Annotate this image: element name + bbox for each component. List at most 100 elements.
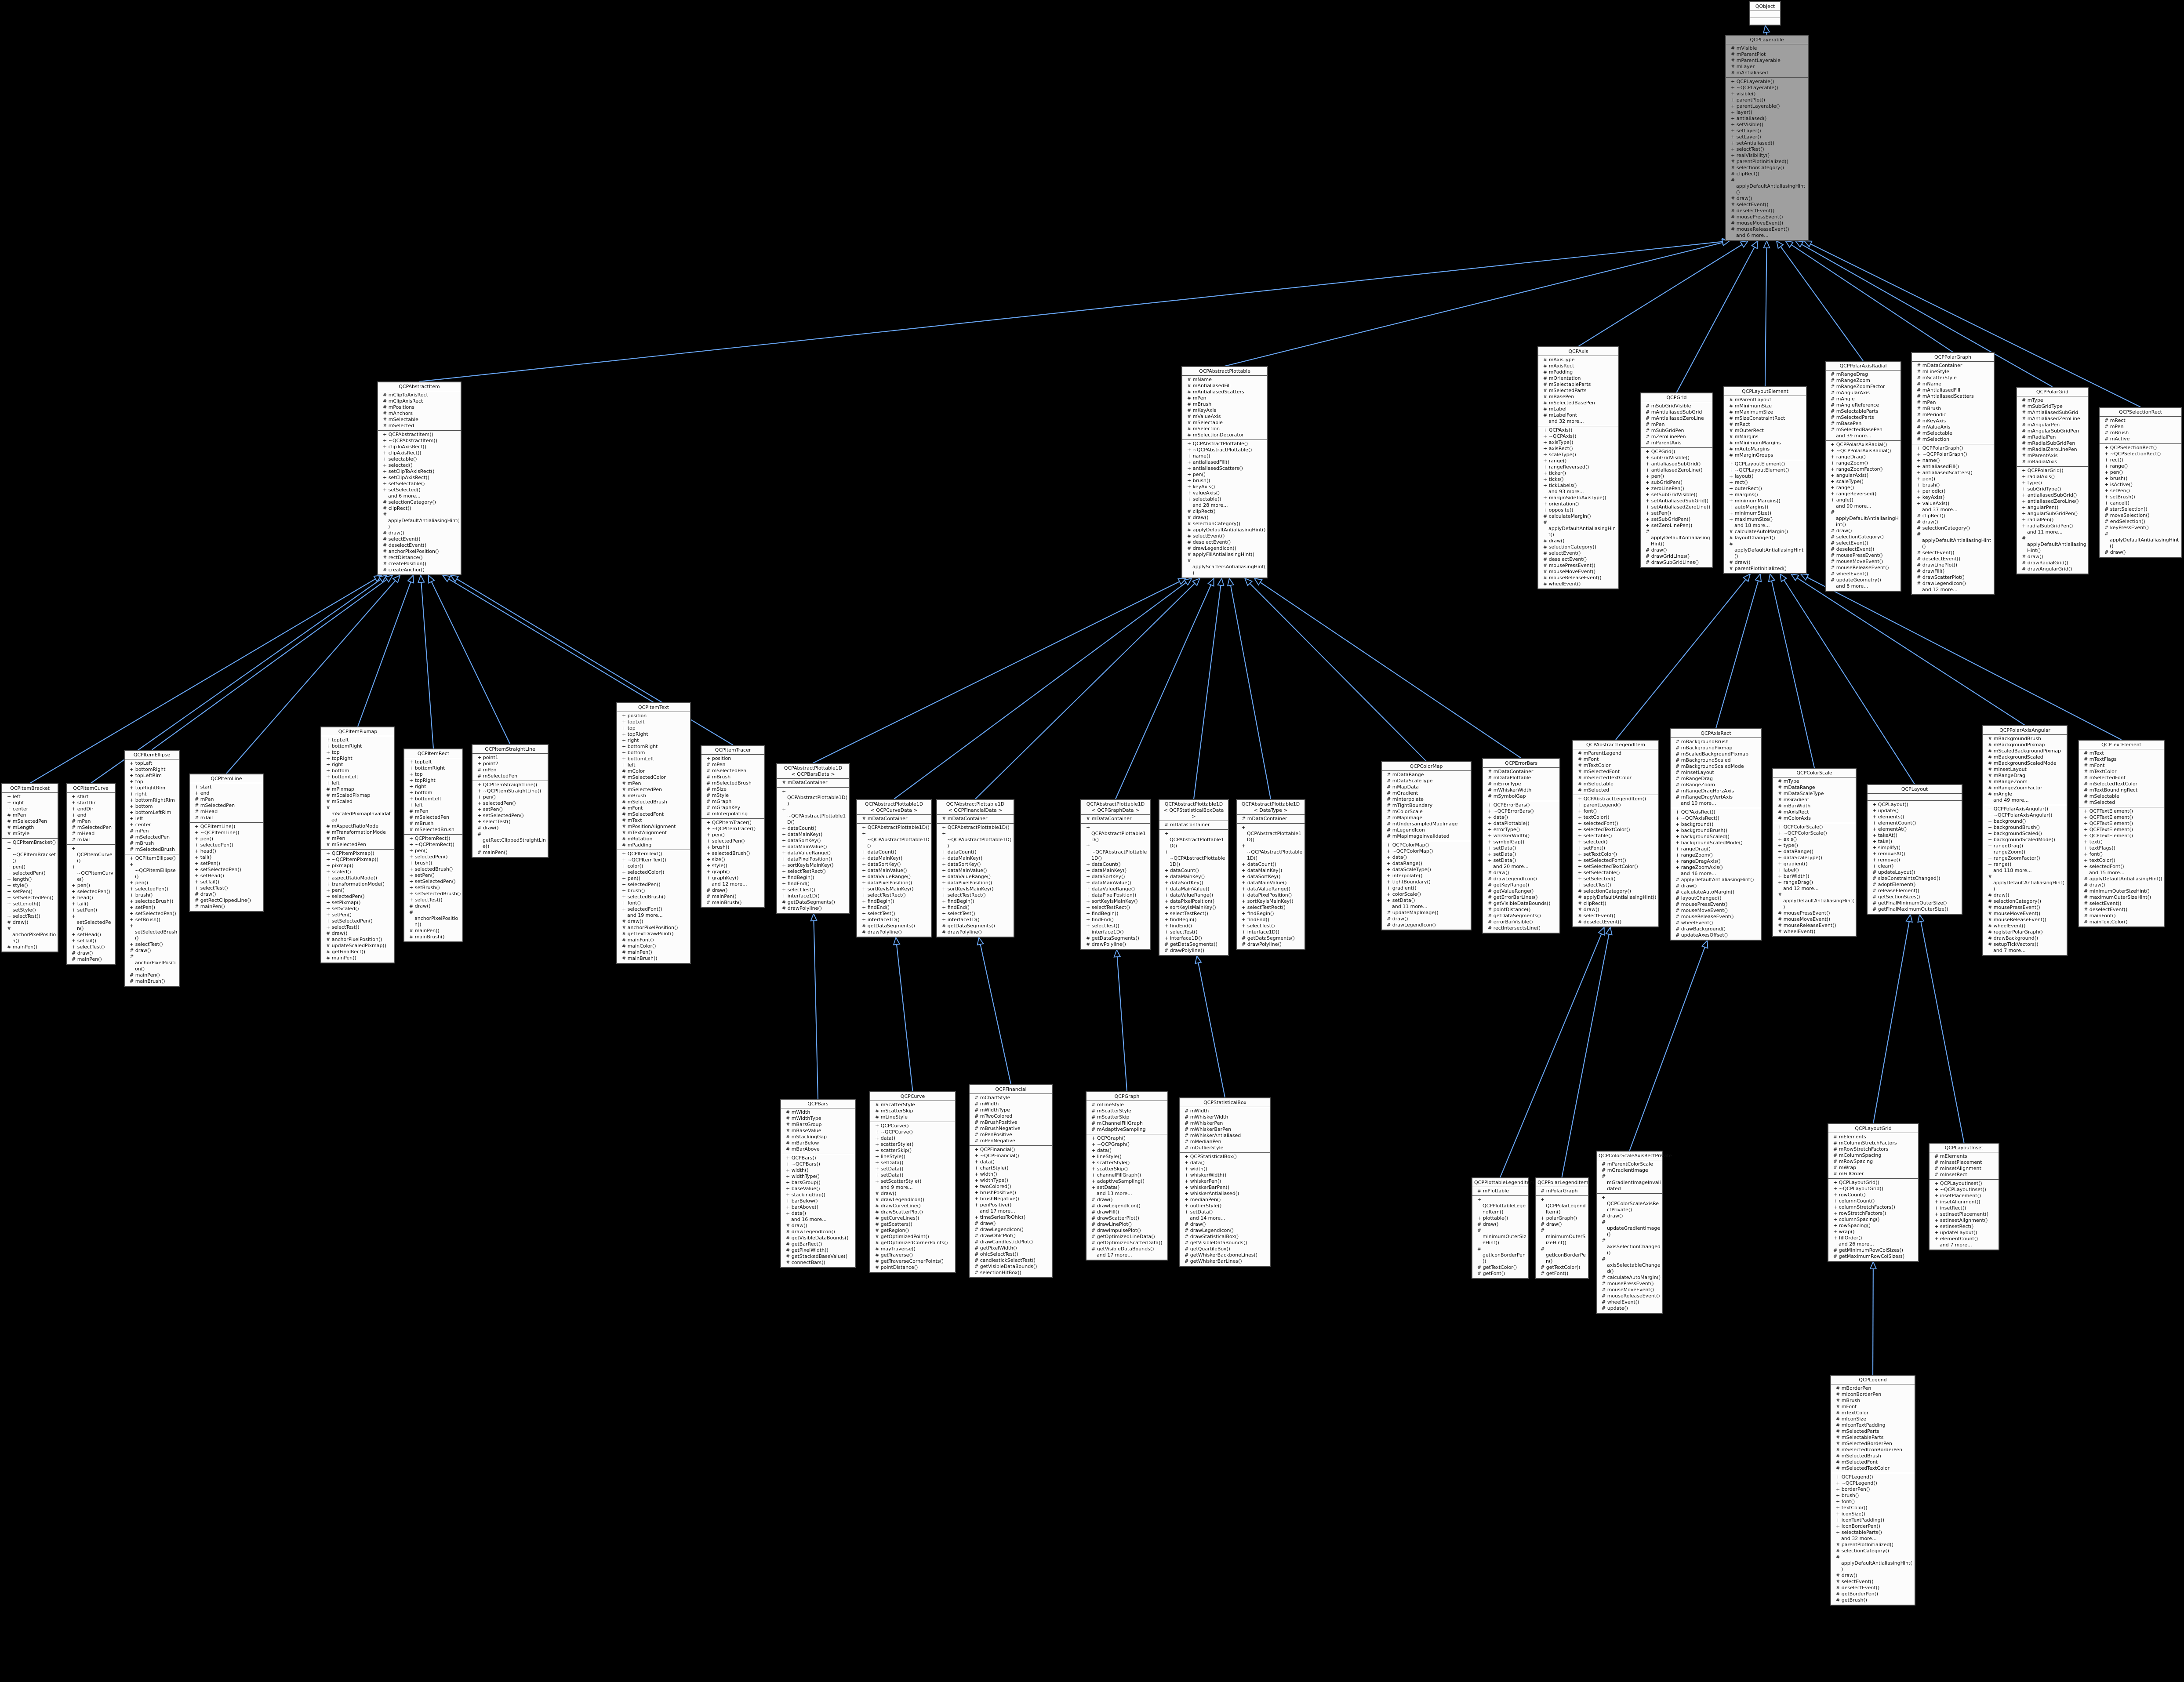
class-box-p1d-datatype[interactable]: QCPAbstractPlottable1D< DataType ># mDat… [1236,799,1305,950]
class-box-qcpabstractplottable[interactable]: QCPAbstractPlottable# mName# mAntialiase… [1181,366,1268,578]
class-box-qcplayoutelement[interactable]: QCPLayoutElement# mParentLayout# mMinimu… [1723,386,1807,574]
member-row: # selectEvent() [1836,1579,1874,1584]
member-row: # mColorScale [1387,809,1423,814]
member-row: # draw() [7,919,29,925]
member-row: + antialiasedZeroLine() [2022,498,2079,504]
class-box-qcpitemtracer[interactable]: QCPItemTracer+ position# mPen# mSelected… [701,745,765,908]
class-box-qcplayoutgrid[interactable]: QCPLayoutGrid# mElements# mColumnStretch… [1828,1123,1919,1262]
class-box-qcptextelement[interactable]: QCPTextElement# mText# mTextFlags# mFont… [2078,740,2165,927]
class-box-qcperrorbars[interactable]: QCPErrorBars# mDataContainer# mDataPlott… [1482,758,1560,934]
member-row: # mText [2084,750,2104,756]
member-row: # selectionCategory() [1988,898,2041,904]
class-box-qcppolargraph[interactable]: QCPPolarGraph# mDataContainer# mLineStyl… [1911,352,1995,595]
class-box-qcpitemtext[interactable]: QCPItemText+ position+ topLeft+ top+ top… [616,702,691,964]
class-box-qcpcolorscaleaxisrectprivate[interactable]: QCPColorScaleAxisRectPrivate# mParentCol… [1596,1151,1672,1314]
class-box-qcpselectionrect[interactable]: QCPSelectionRect# mRect# mPen# mBrush# m… [2099,407,2182,558]
member-row: # getMinimumRowColSizes() [1833,1247,1903,1253]
class-title-qcpfinancial: QCPFinancial [970,1085,1052,1093]
member-row: # draw() [72,950,93,956]
member-row: + ~QCPPolarAxisAngular() [1988,812,2053,818]
member-row: # mSelectedPen [409,814,450,820]
class-box-qcplayerable[interactable]: QCPLayerable# mVisible# mParentPlot# mPa… [1725,35,1809,241]
member-row: + scaleType() [1831,479,1864,484]
member-row: # mSelected [2084,799,2115,805]
class-box-qcpitemrect[interactable]: QCPItemRect+ topLeft+ bottomRight+ top+ … [403,748,463,942]
member-row: # drawPolyline() [942,929,982,935]
member-row: # mStyle [706,792,729,798]
member-row: + antialiased() [1731,116,1767,121]
class-box-qcpitemstraightline[interactable]: QCPItemStraightLine+ point1+ point2# mPe… [472,744,549,858]
class-box-qcpplottablelegenditem[interactable]: QCPPlottableLegendItem# mPlottable+ QCPP… [1472,1177,1534,1279]
class-box-qcpcolormap[interactable]: QCPColorMap# mDataRange# mDataScaleType#… [1381,761,1472,930]
member-row: # mSelectedPen [7,818,47,824]
member-row: + dataSortKey() [1164,880,1203,886]
class-box-qcpaxisrect[interactable]: QCPAxisRect# mBackgroundBrush# mBackgrou… [1670,728,1762,941]
class-box-qcpabstractitem[interactable]: QCPAbstractItem# mClipToAxisRect# mClipA… [377,381,462,575]
member-row: + brush() [409,860,432,866]
member-row: # mColumnSpacing [1833,1152,1882,1158]
class-box-qcppolargrid[interactable]: QCPPolarGrid# mType# mSubGridType# mAnti… [2016,387,2089,574]
member-row: + radialPen() [2022,517,2054,523]
member-row: + QCPPolarLegendItem() [1541,1197,1586,1215]
class-title-p1d-curve: QCPAbstractPlottable1D< QCPCurveData > [857,800,931,814]
class-box-qcpitembracket[interactable]: QCPItemBracket+ left+ right+ center# mPe… [1,783,58,952]
class-name-text: QCPPolarGrid [2036,389,2069,395]
member-row: # mainPen() [72,956,102,962]
class-box-qcplegend[interactable]: QCPLegend# mBorderPen# mIconBorderPen# m… [1830,1375,1915,1606]
member-row: # mDataRange [1387,772,1424,777]
class-box-qcpgraph[interactable]: QCPGraph# mLineStyle# mScatterStyle# mSc… [1086,1091,1168,1261]
class-box-qcpaxis[interactable]: QCPAxis# mAxisType# mAxisRect# mPadding#… [1537,346,1619,589]
member-row: # mBarBelow [786,1140,819,1146]
class-box-qcpgrid[interactable]: QCPGrid# mSubGridVisible# mAntialiasedSu… [1640,392,1713,568]
member-row: + setPen() [409,872,435,878]
member-row: + antialiasedFill() [1187,459,1230,465]
class-box-qcpitempixmap[interactable]: QCPItemPixmap+ topLeft+ bottomRight+ top… [320,727,395,963]
member-row: # drawScatterPlot() [875,1209,923,1215]
member-row: + orientation() [1543,501,1579,507]
qcpitembracket-methods-section: + QCPItemBracket()+ ~QCPItemBracket()+ p… [2,838,58,952]
class-box-qcpbars[interactable]: QCPBars# mWidth# mWidthType# mBarsGroup#… [780,1099,856,1268]
member-row: # draw() [477,825,499,831]
member-row: + minimumSize() [1729,510,1772,516]
class-box-qcpitemline[interactable]: QCPItemLine+ start+ end# mPen# mSelected… [189,774,264,912]
member-row: + pen() [326,887,345,893]
class-box-qcplayout[interactable]: QCPLayout+ QCPLayout()+ update()+ elemen… [1867,784,1962,915]
member-row: # mouseMoveEvent() [1988,911,2041,916]
member-row: + selectedPen() [706,838,745,844]
member-row: + interpolate() [1387,873,1423,879]
member-row: # mouseMoveEvent() [1675,908,1728,913]
member-row: + end [195,790,210,796]
qcpcolorscale-methods-section: + QCPColorScale()+ ~QCPColorScale()+ axi… [1773,823,1856,936]
member-row: # mValueAxis [1187,414,1221,419]
class-box-p1d-bars[interactable]: QCPAbstractPlottable1D< QCPBarsData ># m… [776,763,850,914]
member-row: # selectEvent() [383,536,421,542]
class-box-qcpitemellipse[interactable]: QCPItemEllipse+ topLeft+ bottomRight+ to… [124,750,180,987]
member-row: # mBackgroundScaledMode [1675,763,1744,769]
member-row: + setVisible() [1731,122,1764,127]
class-box-p1d-curve[interactable]: QCPAbstractPlottable1D< QCPCurveData ># … [856,799,932,937]
class-title-qcpcolorscaleaxisrectprivate: QCPColorScaleAxisRectPrivate [1597,1152,1672,1160]
class-box-qcppolaraxisangular[interactable]: QCPPolarAxisAngular# mBackgroundBrush# m… [1982,725,2068,956]
class-box-qcpfinancial[interactable]: QCPFinancial# mChartStyle# mWidth# mWidt… [969,1084,1053,1278]
class-box-p1d-statbox[interactable]: QCPAbstractPlottable1D< QCPStatisticalBo… [1159,799,1229,956]
class-box-qcppolaraxisradial[interactable]: QCPPolarAxisRadial# mRangeDrag# mRangeZo… [1825,361,1901,592]
class-box-qobject[interactable]: QObject [1749,1,1781,25]
member-row: + backgroundScaledMode() [1988,837,2055,843]
member-row: # mFont [622,805,643,811]
member-row: # mWidthType [786,1115,821,1121]
member-row: # draw() [1387,916,1408,922]
class-box-p1d-graph[interactable]: QCPAbstractPlottable1D< QCPGraphData ># … [1080,799,1151,950]
class-box-qcpcolorscale[interactable]: QCPColorScale# mType# mDataRange# mDataS… [1772,768,1857,937]
member-row: + wrap() [1833,1229,1855,1235]
class-box-qcppolarlegenditem[interactable]: QCPPolarLegendItem# mPolarGraph+ QCPPola… [1535,1177,1589,1279]
member-row: # mElements [1934,1153,1967,1159]
class-box-qcpstatisticalbox[interactable]: QCPStatisticalBox# mWidth# mWhiskerWidth… [1179,1097,1271,1267]
class-box-qcpitemcurve[interactable]: QCPItemCurve+ start+ startDir+ endDir+ e… [66,783,116,965]
class-box-qcpcurve[interactable]: QCPCurve# mScatterStyle# mScatterSkip# m… [869,1091,956,1273]
member-row: and 10 more... [1681,800,1716,806]
member-row: + QCPTextElement() [2084,808,2133,814]
class-box-qcpabstractlegenditem[interactable]: QCPAbstractLegendItem# mParentLegend# mF… [1572,740,1659,927]
class-box-p1d-financial[interactable]: QCPAbstractPlottable1D< QCPFinancialData… [936,799,1014,937]
class-box-qcplayoutinset[interactable]: QCPLayoutInset# mElements# mInsetPlaceme… [1929,1143,1999,1250]
member-row: # mainPen() [622,949,652,955]
